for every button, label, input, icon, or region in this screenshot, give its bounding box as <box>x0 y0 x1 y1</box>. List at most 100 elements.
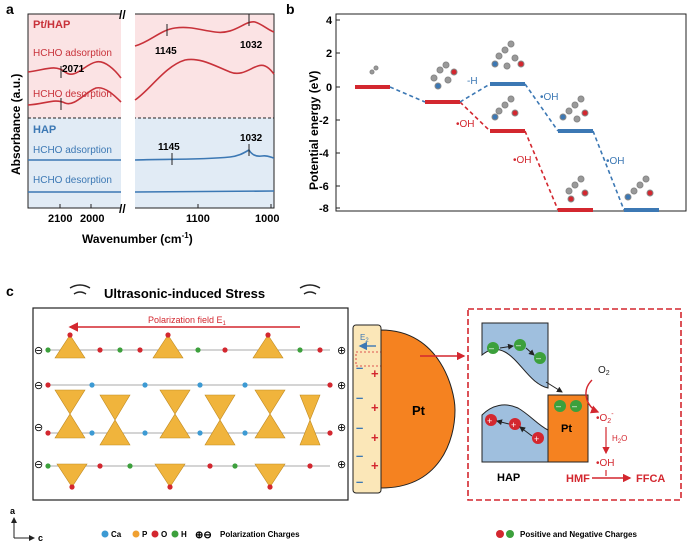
label-oh-blue-1: •OH <box>540 92 559 103</box>
po4-tetrahedra <box>54 334 321 488</box>
svg-text:–: – <box>356 474 363 489</box>
oh-radical-label: •OH <box>596 458 615 469</box>
svg-text:O: O <box>161 530 167 539</box>
o2-label: O2 <box>598 365 610 377</box>
hap-background <box>28 118 274 208</box>
svg-text:⊖: ⊖ <box>34 422 43 434</box>
svg-text:P: P <box>142 530 148 539</box>
axis-break-gap <box>121 10 135 212</box>
svg-text:⊖: ⊖ <box>34 380 43 392</box>
svg-text:+: + <box>371 458 379 473</box>
svg-text:–: – <box>516 340 521 350</box>
spectrum-pt-desorption-right <box>134 58 275 101</box>
peak-1145-top: 1145 <box>155 46 177 57</box>
spectrum-pt-adsorption-right <box>134 21 275 47</box>
svg-text:⊕: ⊕ <box>337 459 346 471</box>
svg-text:–: – <box>556 401 561 411</box>
label-oh-red-1: •OH <box>456 119 475 130</box>
peak-1032-top: 1032 <box>240 40 263 51</box>
panel-a-frame <box>27 13 275 209</box>
svg-text:–: – <box>489 343 494 353</box>
inset-electrons: – – – – – + + + <box>485 339 582 444</box>
svg-text:+: + <box>371 400 379 415</box>
hap-conduction-band <box>481 322 549 389</box>
tick-1000: 1000 <box>255 213 279 225</box>
inset-pt-label: Pt <box>561 423 572 435</box>
svg-text:Positive and Negative Charges: Positive and Negative Charges <box>520 530 637 539</box>
label-pt-adsorption: HCHO adsorption <box>33 48 112 59</box>
panel-a: a // // 2100 2000 1100 1000 Wavenumber (… <box>6 1 279 246</box>
svg-text:+: + <box>371 366 379 381</box>
svg-text:⊖: ⊖ <box>34 345 43 357</box>
sound-wave-icon <box>69 284 321 295</box>
label-minus-h: -H <box>467 76 478 87</box>
svg-text:H: H <box>181 530 187 539</box>
svg-text:+: + <box>534 434 539 444</box>
label-pt-desorption: HCHO desorption <box>33 89 112 100</box>
svg-text:⊕: ⊕ <box>337 422 346 434</box>
ultrasonic-title: Ultrasonic-induced Stress <box>104 286 265 301</box>
svg-text:–: – <box>356 360 363 375</box>
panel-c-letter: c <box>6 283 14 299</box>
panel-b-letter: b <box>286 1 295 17</box>
ytick-4: 4 <box>326 15 333 27</box>
svg-text:Polarization Charges: Polarization Charges <box>220 530 300 539</box>
label-hap-desorption: HCHO desorption <box>33 175 112 186</box>
svg-text:+: + <box>511 420 516 430</box>
panel-a-letter: a <box>6 1 14 17</box>
ytick-m8: -8 <box>319 203 329 215</box>
ytick-m2: -2 <box>319 115 329 127</box>
svg-text:–: – <box>356 420 363 435</box>
peak-2071: 2071 <box>62 64 85 75</box>
e2-label: E2 <box>360 333 369 344</box>
peak-1032-bottom: 1032 <box>240 133 263 144</box>
svg-text:–: – <box>536 353 541 363</box>
h2o-label: H2O <box>612 434 627 445</box>
spectrum-pt-desorption-left <box>27 86 122 106</box>
molecule-sketches <box>369 40 654 203</box>
ytick-m6: -6 <box>319 181 329 193</box>
atom-rows <box>45 332 333 490</box>
svg-text:Ca: Ca <box>111 530 122 539</box>
atoms <box>45 332 333 490</box>
break-mark-bottom: // <box>119 202 126 216</box>
tick-1100: 1100 <box>186 213 210 225</box>
polarization-field-label: Polarization field E1 <box>148 315 227 327</box>
peak-1145-bottom: 1145 <box>158 142 180 153</box>
label-oh-blue-2: •OH <box>606 156 625 167</box>
svg-text:⊕: ⊕ <box>337 345 346 357</box>
atom-legend: Ca P O H ⊕⊖ Polarization Charges Positiv… <box>101 530 637 541</box>
pt-label: Pt <box>412 403 426 418</box>
spectrum-pt-adsorption-left <box>27 60 122 79</box>
lattice-axes: a c <box>10 506 43 543</box>
hmf-label: HMF <box>566 473 590 485</box>
svg-text:–: – <box>356 390 363 405</box>
ffca-label: FFCA <box>636 473 665 485</box>
interface-charges: –+ –+ –+ –+ – <box>356 360 379 489</box>
panel-b-ylabel: Potential energy (eV) <box>307 71 321 190</box>
panel-b: b Potential energy (eV) 4 2 0 -2 -4 -6 -… <box>286 1 687 215</box>
svg-text:⊖: ⊖ <box>34 459 43 471</box>
group-label-hap: HAP <box>33 124 56 136</box>
break-mark-top: // <box>119 8 126 22</box>
panel-a-xlabel: Wavenumber (cm-1) <box>82 231 193 246</box>
panel-c: c Ultrasonic-induced Stress Polarization… <box>6 283 682 543</box>
svg-text:⊕⊖: ⊕⊖ <box>195 530 212 541</box>
label-oh-red-2: •OH <box>513 155 532 166</box>
svg-text:⊕: ⊕ <box>337 380 346 392</box>
polarization-charges: ⊖ ⊖ ⊖ ⊖ ⊕ ⊕ ⊕ ⊕ <box>34 345 346 471</box>
ytick-0: 0 <box>326 82 332 94</box>
panel-a-ylabel: Absorbance (a.u.) <box>9 74 23 175</box>
svg-text:+: + <box>371 430 379 445</box>
group-label-pt-hap: Pt/HAP <box>33 19 70 31</box>
pt-particle <box>380 329 456 489</box>
ytick-m4: -4 <box>319 148 330 160</box>
label-hap-adsorption: HCHO adsorption <box>33 145 112 156</box>
svg-text:–: – <box>572 401 577 411</box>
inset-hap-label: HAP <box>497 472 520 484</box>
superoxide-label: •O2- <box>596 411 614 425</box>
crystal-frame <box>32 307 349 501</box>
pt-hap-background <box>28 14 274 118</box>
panel-b-yticks: 4 2 0 -2 -4 -6 -8 <box>319 15 340 215</box>
